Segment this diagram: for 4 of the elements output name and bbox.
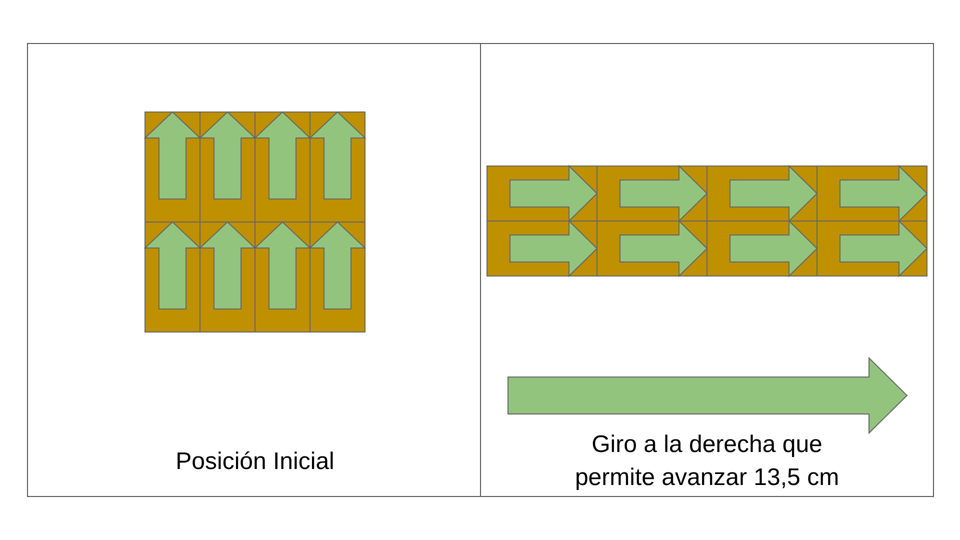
panel [27, 43, 481, 497]
caption-text: Posición Inicial [174, 447, 336, 477]
caption-text: Giro a la derecha que permite avanzar 13,5 cm [574, 430, 840, 493]
panel [480, 43, 934, 497]
